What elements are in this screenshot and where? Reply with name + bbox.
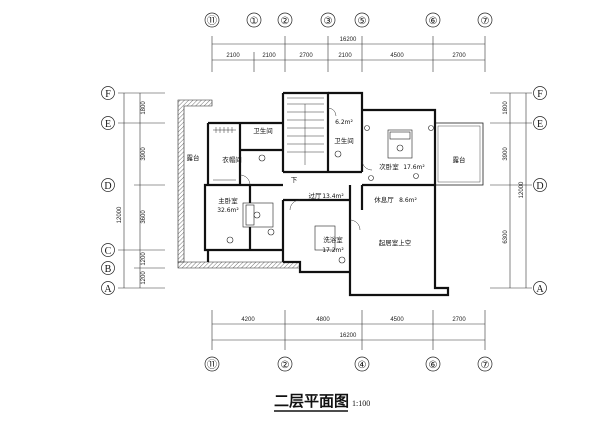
room-wc-area: 6.2m²	[335, 119, 353, 126]
room-master-area: 32.6m²	[217, 207, 239, 214]
room-cloakroom: 衣帽间	[222, 155, 242, 164]
closet-shelves	[213, 127, 236, 181]
dim-left-3: 3600	[141, 210, 147, 224]
room-terrace-right: 露台	[453, 155, 466, 164]
dim-top-3: 2700	[299, 53, 313, 59]
axis-left-A: A	[104, 284, 112, 295]
room-hall: 过厅	[309, 191, 323, 200]
dim-right-1: 1800	[503, 101, 509, 115]
top-axis-bubbles	[204, 12, 493, 28]
room-master: 主卧室	[218, 196, 238, 205]
axis-bottom-2: ②	[281, 360, 290, 371]
axis-top-4: ③	[324, 16, 333, 27]
room-bath: 洗浴室	[323, 235, 343, 244]
dim-top-5: 4500	[390, 53, 404, 59]
axis-right-A: A	[536, 284, 544, 295]
room-wc-1: 卫生间	[253, 126, 273, 135]
axis-left-C: C	[105, 246, 112, 257]
axis-left-B: B	[105, 264, 112, 275]
left-roof-edge	[177, 99, 301, 269]
dim-right-2: 3900	[503, 147, 509, 161]
dim-right-3: 6300	[503, 230, 509, 244]
right-axis-bubbles	[533, 86, 547, 295]
room-bedroom-2: 次卧室	[379, 162, 399, 171]
dim-top-1: 2100	[226, 53, 240, 59]
drawing-title: 二层平面图	[274, 392, 349, 410]
stair-down-mark: 下	[291, 176, 298, 184]
axis-right-E: E	[537, 119, 543, 130]
bottom-axis-bubbles	[204, 356, 493, 372]
dim-top-6: 2700	[452, 53, 466, 59]
dim-bottom-1: 4200	[241, 317, 255, 323]
axis-right-D: D	[536, 181, 543, 192]
dim-right-outer: 12000	[519, 181, 525, 198]
dim-top-4: 2100	[338, 53, 352, 59]
dim-left-5: 1200	[141, 271, 147, 285]
room-wc-2: 卫生间	[334, 136, 354, 145]
dim-left-2: 3900	[141, 147, 147, 161]
dim-left-1: 1800	[141, 101, 147, 115]
left-axis-bubbles	[101, 86, 115, 295]
axis-left-D: D	[104, 181, 111, 192]
dim-bottom-2: 4800	[316, 317, 330, 323]
axis-bottom-1: ⑪	[207, 359, 217, 371]
room-terrace-left: 露台	[187, 153, 200, 162]
axis-top-2: ①	[250, 16, 259, 27]
dim-bottom-3: 4500	[390, 317, 404, 323]
axis-top-3: ②	[281, 16, 290, 27]
door-swings	[239, 107, 373, 231]
left-dimensions	[118, 92, 165, 289]
axis-left-E: E	[105, 119, 111, 130]
right-dimensions	[490, 92, 532, 289]
dim-top-total: 16200	[340, 37, 357, 43]
dim-left-outer: 12000	[117, 206, 123, 223]
room-hall-area: 13.4m²	[322, 193, 344, 200]
dim-bottom-total: 16200	[340, 333, 357, 339]
furniture	[226, 125, 434, 264]
room-living-void: 起居室上空	[379, 238, 412, 247]
room-bedroom-2-area: 17.6m²	[403, 164, 425, 171]
axis-top-5: ⑤	[358, 16, 367, 27]
room-lounge-area: 8.6m²	[399, 197, 417, 204]
stair-lines	[287, 97, 324, 165]
top-dimensions	[211, 36, 486, 72]
bottom-dimensions	[211, 310, 486, 350]
dim-top-2: 2100	[262, 53, 276, 59]
right-terrace-outline	[434, 122, 484, 186]
drawing-scale: 1:100	[352, 399, 370, 408]
room-lounge: 休息厅	[374, 195, 394, 204]
dim-bottom-4: 2700	[452, 317, 466, 323]
axis-bottom-5: ⑦	[481, 360, 490, 371]
axis-top-6: ⑥	[429, 16, 438, 27]
axis-left-F: F	[105, 89, 111, 100]
room-bath-area: 17.2m²	[322, 247, 344, 254]
axis-right-F: F	[537, 89, 543, 100]
axis-top-1: ⑪	[207, 15, 217, 27]
dim-left-4: 1200	[141, 252, 147, 266]
axis-bottom-4: ⑥	[429, 360, 438, 371]
axis-top-7: ⑦	[481, 16, 490, 27]
axis-bottom-3: ④	[358, 360, 367, 371]
main-walls	[203, 91, 450, 297]
